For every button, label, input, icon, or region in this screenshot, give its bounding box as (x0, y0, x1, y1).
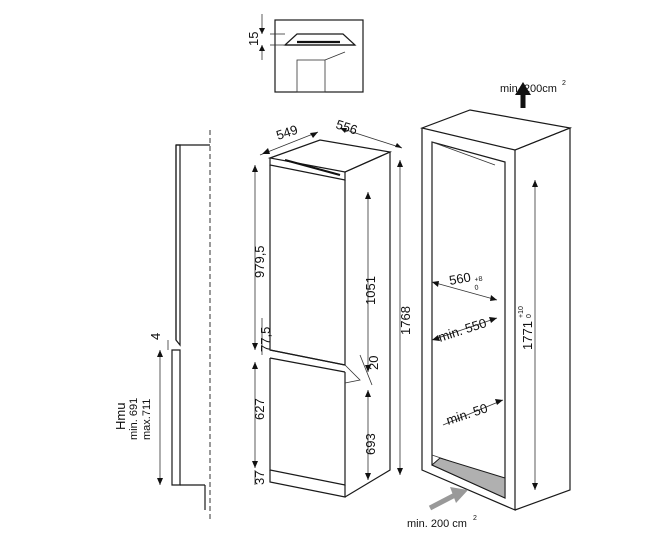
label-627: 627 (252, 398, 267, 420)
niche-view: min. 200cm 2 min. 200 cm 2 560 +8 0 min.… (407, 80, 573, 530)
detail-inset: 15 (246, 14, 364, 93)
label-min-200-top-sup: 2 (562, 80, 566, 87)
label-min-200-bottom-sup: 2 (473, 515, 477, 522)
niche-side (514, 127, 571, 511)
label-556: 556 (334, 117, 359, 138)
lower-door-panel (171, 349, 181, 486)
niche-top (419, 109, 573, 151)
appliance-top (267, 139, 393, 173)
detail-top-surface (283, 33, 357, 46)
niche-front (421, 128, 516, 511)
lower-door (269, 358, 346, 486)
upper-door-panel (175, 144, 181, 347)
label-979-5: 979,5 (252, 245, 267, 278)
svg-text:0: 0 (526, 314, 533, 318)
bottom-vent-arrow (450, 487, 468, 503)
label-4: 4 (148, 333, 163, 340)
label-min-200-top: min. 200cm (500, 83, 557, 95)
label-37: 37 (252, 471, 267, 485)
appliance-side (344, 151, 391, 498)
label-hmu: Hmu (113, 403, 128, 430)
label-693: 693 (363, 433, 378, 455)
label-77-5: 77,5 (258, 327, 273, 352)
svg-text:+10: +10 (518, 306, 525, 318)
label-20: 20 (366, 356, 381, 370)
label-549: 549 (274, 122, 299, 143)
door-profile: 4 Hmu min. 691 max.711 (113, 130, 211, 520)
label-max-711: max.711 (141, 399, 153, 440)
label-1768: 1768 (398, 306, 413, 335)
label-15: 15 (246, 32, 261, 46)
label-1771: 1771 (520, 321, 535, 350)
top-vent-arrow (515, 82, 531, 95)
upper-door (269, 165, 346, 366)
detail-frame (274, 19, 364, 93)
label-min-691: min. 691 (128, 398, 140, 440)
appliance-view: 549 556 979,5 77,5 627 37 1051 20 693 17… (252, 117, 413, 498)
label-min-550: min. 550 (436, 315, 488, 345)
svg-text:0: 0 (474, 284, 479, 292)
label-1051: 1051 (363, 276, 378, 305)
bottom-vent (431, 457, 506, 499)
detail-block (296, 59, 326, 93)
label-560: 560 (448, 269, 472, 288)
label-min-50: min. 50 (444, 400, 489, 427)
svg-text:+8: +8 (474, 276, 483, 284)
label-min-200-bottom: min. 200 cm (407, 518, 467, 530)
